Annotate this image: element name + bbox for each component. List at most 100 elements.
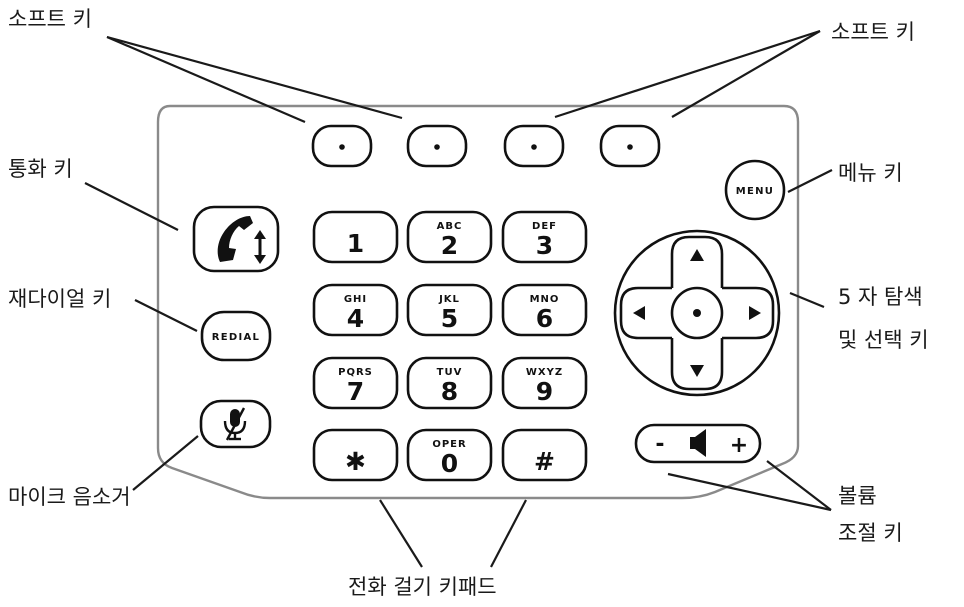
soft-key-4[interactable] (599, 124, 661, 168)
keypad-key-cap (312, 210, 399, 264)
leader-menu-key (787, 169, 833, 193)
call-button[interactable] (192, 205, 280, 273)
mute-button[interactable] (199, 399, 272, 449)
keypad-key-letters: DEF (532, 221, 557, 232)
keypad-key-cap (406, 428, 493, 482)
soft-key-2-dot-icon (434, 144, 440, 150)
redial-button[interactable]: REDIAL (200, 310, 272, 362)
nav-up-button[interactable] (670, 235, 724, 288)
volume-rocker[interactable]: - + (634, 423, 762, 464)
label-volume-line1: 볼륨 (838, 484, 877, 508)
volume-minus-label[interactable]: - (655, 432, 664, 457)
soft-key-4-dot-icon (627, 144, 633, 150)
redial-button-label: REDIAL (212, 332, 260, 343)
keypad-key-cap (312, 283, 399, 337)
keypad-key-letters: TUV (437, 367, 463, 378)
soft-key-3[interactable] (503, 124, 565, 168)
keypad-key-letters: ABC (437, 221, 463, 232)
label-keypad: 전화 걸기 키패드 (348, 575, 497, 599)
keypad-key-letters: WXYZ (526, 367, 563, 378)
menu-button-cap (724, 159, 786, 221)
leader-softkey-1 (106, 35, 306, 124)
keypad-key-cap (501, 356, 588, 410)
label-soft-key-left: 소프트 키 (8, 7, 92, 31)
nav-down-button[interactable] (670, 338, 724, 391)
soft-key-3-dot-icon (531, 144, 537, 150)
leader-softkey-4 (671, 30, 821, 118)
leader-keypad-b (490, 499, 527, 568)
leader-nav-key (789, 291, 825, 309)
arrow-left-icon (633, 306, 645, 320)
arrow-up-icon (690, 249, 704, 261)
nav-left-button[interactable] (619, 286, 672, 340)
handset-with-updown-arrow-icon (217, 216, 266, 264)
leader-call-key (84, 182, 179, 231)
keypad-key-12[interactable]: # (501, 428, 588, 482)
soft-key-1-dot-icon (339, 144, 345, 150)
volume-plus-label[interactable]: + (730, 433, 748, 458)
soft-key-2[interactable] (406, 124, 468, 168)
soft-key-1[interactable] (311, 124, 373, 168)
keypad-key-digit: ✱ (345, 447, 366, 476)
keypad-key-digit: 7 (347, 377, 364, 406)
keypad-key-letters: MNO (530, 294, 560, 305)
dialing-keypad: 1ABC2DEF3GHI4JKL5MNO6PQRS7TUV8WXYZ9✱OPER… (312, 210, 588, 482)
keypad-key-digit: 5 (441, 304, 458, 333)
keypad-key-digit: 9 (536, 377, 553, 406)
soft-keys (311, 124, 661, 168)
keypad-key-letters: PQRS (338, 367, 373, 378)
label-nav-line2: 및 선택 키 (838, 328, 929, 352)
keypad-key-cap (312, 428, 399, 482)
label-redial-key: 재다이얼 키 (8, 287, 111, 311)
keypad-key-letters: GHI (344, 294, 367, 305)
label-volume-line2: 조절 키 (838, 521, 903, 545)
microphone-slash-icon (223, 407, 247, 441)
leader-softkey-3 (554, 29, 821, 119)
label-call-key: 통화 키 (8, 157, 73, 181)
keypad-key-digit: 1 (347, 229, 364, 258)
keypad-key-digit: 4 (347, 304, 364, 333)
keypad-key-cap (501, 283, 588, 337)
keypad-key-10[interactable]: ✱ (312, 428, 399, 482)
speaker-icon (690, 429, 706, 457)
menu-button[interactable]: MENU (724, 159, 786, 221)
callout-labels: 소프트 키 소프트 키 통화 키 메뉴 키 재다이얼 키 5 자 탐색 및 선택… (8, 7, 929, 599)
leader-redial-key (134, 299, 198, 332)
keypad-key-digit: 3 (536, 231, 553, 260)
menu-button-label: MENU (736, 186, 774, 197)
navigation-pad (613, 229, 781, 397)
keypad-key-digit: 0 (441, 449, 458, 478)
nav-right-button[interactable] (722, 286, 775, 340)
leader-lines (84, 29, 833, 568)
keypad-key-letters: OPER (432, 439, 466, 450)
keypad-key-cap (501, 428, 588, 482)
arrow-down-icon (690, 365, 704, 377)
select-dot-icon (693, 309, 701, 317)
label-soft-key-right: 소프트 키 (831, 20, 915, 44)
keypad-key-letters: JKL (438, 294, 460, 305)
leader-mute (132, 435, 199, 491)
keypad-key-1[interactable]: 1 (312, 210, 399, 264)
keypad-key-cap (406, 210, 493, 264)
label-mute: 마이크 음소거 (8, 485, 131, 509)
label-nav-line1: 5 자 탐색 (838, 285, 923, 309)
redial-button-cap (200, 310, 272, 362)
keypad-key-digit: # (534, 447, 555, 476)
leader-keypad-a (379, 499, 423, 568)
keypad-key-cap (501, 210, 588, 264)
keypad-key-cap (312, 356, 399, 410)
keypad-key-digit: 8 (441, 377, 458, 406)
keypad-key-cap (406, 283, 493, 337)
leader-volume-a (766, 460, 832, 511)
label-menu-key: 메뉴 키 (838, 161, 903, 185)
